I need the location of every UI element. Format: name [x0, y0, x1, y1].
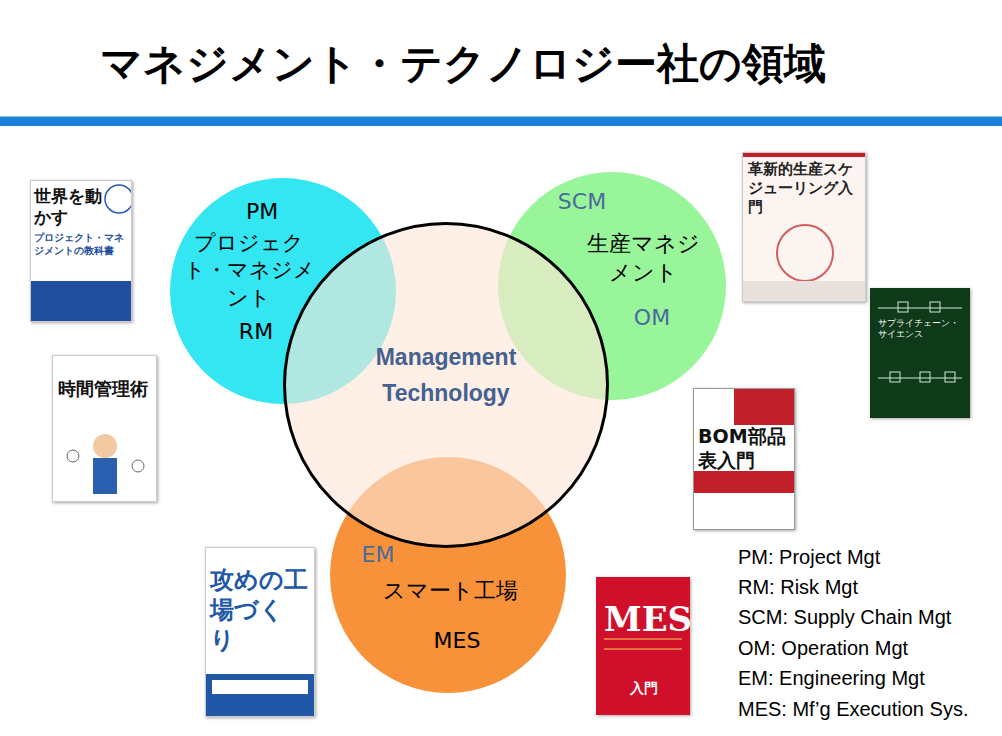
book-title: 革新的生産スケジューリング入門	[748, 160, 858, 216]
circle-text: プロジェクト・マネジメント	[173, 230, 325, 312]
cover-art	[53, 356, 156, 501]
cover-art	[870, 288, 970, 418]
abbreviation-note: EM: Engineering Mgt	[738, 666, 1000, 691]
abbreviation-note: PM: Project Mgt	[738, 545, 1000, 570]
circle-text: MES	[422, 627, 492, 656]
circle-text: RM	[226, 318, 286, 347]
domain-circle: Management Technology	[283, 222, 609, 548]
abbreviation-note: MES: Mf’g Execution Sys.	[738, 697, 1000, 722]
circle-shape	[285, 224, 608, 547]
book-title: BOM部品表入門	[698, 425, 790, 473]
circle-text: OM	[622, 304, 682, 333]
book-title: 入門	[604, 680, 684, 698]
circle-text: SCM	[542, 188, 622, 217]
circle-text: スマート工場	[370, 577, 530, 606]
page-title: マネジメント・テクノロジー社の領域	[100, 36, 826, 92]
header-bar	[0, 116, 1002, 126]
circle-text: EM	[348, 541, 408, 570]
book-cover	[870, 288, 970, 418]
book-title: 時間管理術	[58, 378, 153, 401]
circle-text: PM	[232, 198, 292, 227]
book-title: 世界を動かす	[34, 186, 104, 229]
circle-text: Management Technology	[356, 340, 536, 411]
book-title: MES	[604, 598, 684, 641]
circle-text: 生産マネジメント	[585, 230, 701, 287]
book-title: 攻めの工場づくり	[210, 565, 308, 655]
abbreviation-note: SCM: Supply Chain Mgt	[738, 605, 1000, 630]
book-title: サプライチェーン・サイエンス	[878, 318, 966, 341]
abbreviation-note: OM: Operation Mgt	[738, 636, 1000, 661]
circle-shape	[330, 457, 566, 693]
book-cover	[52, 355, 157, 502]
book-title: プロジェクト・マネジメントの教科書	[34, 232, 126, 257]
abbreviation-note: RM: Risk Mgt	[738, 575, 1000, 600]
